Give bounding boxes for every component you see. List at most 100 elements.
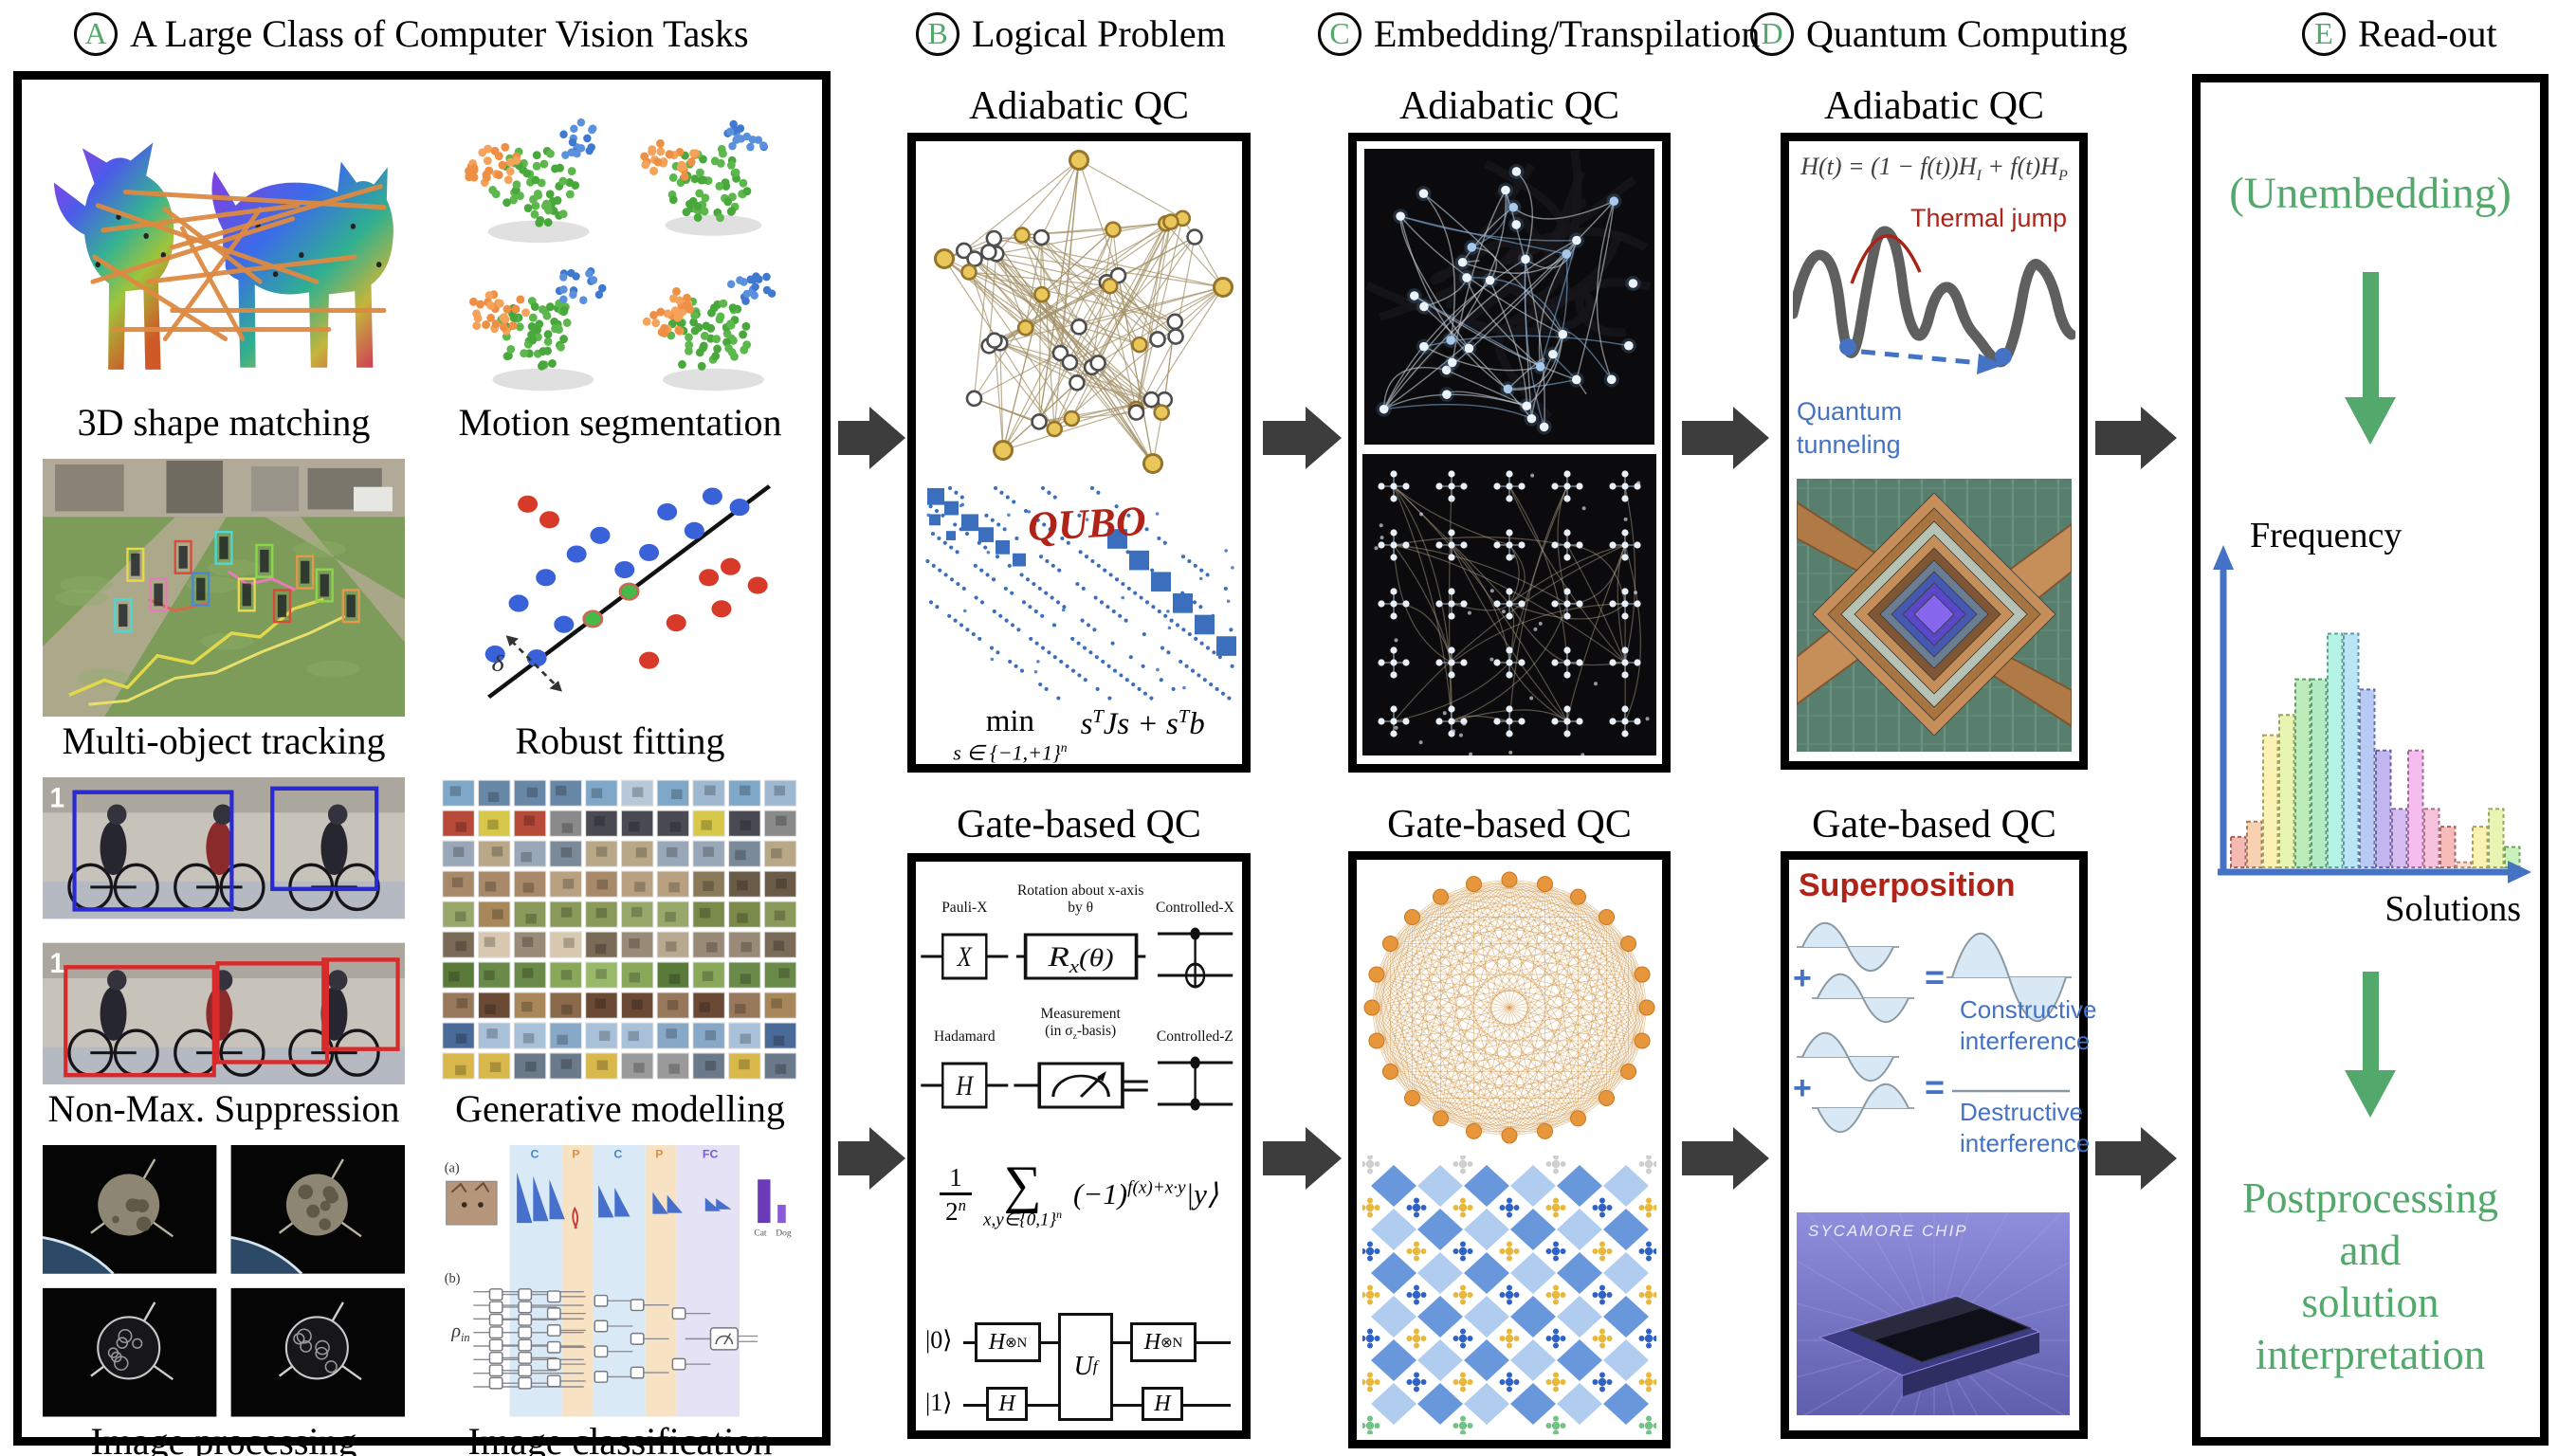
flow-arrow-b-c-bottom bbox=[1263, 1127, 1342, 1190]
panel-d-adiabatic-title: Adiabatic QC bbox=[1823, 84, 2045, 128]
flow-arrow-b-c-top bbox=[1263, 407, 1342, 469]
embedding-graph-2 bbox=[1362, 454, 1656, 755]
gate-controlled-z: Controlled-Z bbox=[1150, 1010, 1240, 1125]
svg-text:C: C bbox=[530, 1147, 539, 1160]
thermal-jump-label: Thermal jump bbox=[1910, 204, 2068, 232]
svg-text:(a): (a) bbox=[445, 1161, 460, 1176]
qubo-matrix-canvas bbox=[922, 484, 1236, 704]
svg-text:=: = bbox=[1925, 957, 1945, 996]
circuit-h-tensor-2: H⊗N bbox=[1130, 1322, 1197, 1362]
step-b-letter: B bbox=[927, 16, 948, 50]
svg-text:Rx(θ): Rx(θ) bbox=[1047, 941, 1113, 977]
svg-text:(b): (b) bbox=[445, 1271, 461, 1286]
task-motion-segmentation: Motion segmentation bbox=[422, 87, 818, 453]
panel-c-adiabatic-box bbox=[1348, 133, 1671, 773]
step-a-label: A Large Class of Computer Vision Tasks bbox=[130, 12, 749, 55]
step-b: B Logical Problem bbox=[916, 11, 1226, 56]
panel-d-gate-title: Gate-based QC bbox=[1812, 803, 2056, 846]
svg-text:ρin: ρin bbox=[450, 1320, 469, 1344]
flow-arrow-c-d-bottom bbox=[1682, 1127, 1769, 1190]
svg-text:P: P bbox=[572, 1147, 579, 1160]
frequency-axis-label: Frequency bbox=[2250, 516, 2403, 555]
caption-nms: Non-Max. Suppression bbox=[47, 1087, 400, 1130]
step-c: C Embedding/Transpilation bbox=[1318, 11, 1760, 56]
svg-text:Dog: Dog bbox=[776, 1228, 792, 1239]
svg-text:=: = bbox=[1925, 1067, 1945, 1106]
gate-pauli-x-label: Pauli-X bbox=[941, 900, 988, 916]
panel-b-adiabatic-title: Adiabatic QC bbox=[968, 84, 1190, 128]
annealing-hamiltonian: H(t) = (1 − f(t))HI + f(t)HP bbox=[1800, 153, 2068, 185]
qubo-label: QUBO bbox=[1026, 497, 1147, 551]
img-robust: δ bbox=[439, 459, 801, 717]
glyph-controlled-x bbox=[1150, 917, 1240, 996]
svg-text:P: P bbox=[655, 1147, 663, 1160]
step-d-badge: D bbox=[1750, 11, 1794, 56]
gate-controlled-x-label: Controlled-X bbox=[1156, 900, 1234, 916]
step-c-badge: C bbox=[1318, 11, 1361, 56]
gate-measurement-label2: (in σz-basis) bbox=[1045, 1022, 1117, 1042]
unembedding-label: (Unembedding) bbox=[2229, 169, 2512, 218]
step-a-badge: A bbox=[74, 11, 118, 56]
panel-b-gate-title: Gate-based QC bbox=[957, 803, 1201, 846]
solutions-axis-label: Solutions bbox=[2384, 889, 2521, 929]
gate-hadamard: Hadamard H bbox=[918, 1010, 1012, 1125]
sum-fraction: 1 2n bbox=[940, 1164, 973, 1226]
step-c-letter: C bbox=[1329, 16, 1350, 50]
caption-image-classification: Image classification bbox=[467, 1419, 773, 1456]
caption-shape-matching: 3D shape matching bbox=[77, 401, 371, 444]
caption-robust-fitting: Robust fitting bbox=[515, 719, 725, 762]
qubo-objective-formula: min s ∈ {−1,+1}n sTJs + sTb bbox=[916, 706, 1242, 763]
embedding-graph-1 bbox=[1364, 149, 1654, 445]
postprocessing-label: Postprocessing and solution interpretati… bbox=[2242, 1174, 2498, 1378]
panel-c-gate-box bbox=[1348, 851, 1671, 1448]
circuit-ket0: |0⟩ bbox=[925, 1326, 953, 1354]
objective-constraint: s ∈ {−1,+1} bbox=[953, 740, 1061, 765]
task-robust-fitting: δ Robust fitting bbox=[422, 453, 818, 772]
step-a: A A Large Class of Computer Vision Tasks bbox=[74, 11, 749, 56]
gate-controlled-x: Controlled-X bbox=[1150, 881, 1240, 996]
panel-d-adiabatic-box: H(t) = (1 − f(t))HI + f(t)HP Thermal jum… bbox=[1781, 133, 2088, 770]
sycamore-chip-label: SYCAMORE CHIP bbox=[1808, 1222, 1968, 1240]
svg-text:+: + bbox=[1793, 960, 1812, 996]
svg-text:FC: FC bbox=[703, 1147, 719, 1160]
dwave-chip-photo bbox=[1797, 479, 2072, 752]
gate-rotation-label2: by θ bbox=[1068, 900, 1094, 916]
objective-min: min bbox=[985, 704, 1035, 738]
circuit-ket1: |1⟩ bbox=[925, 1389, 953, 1416]
step-b-label: Logical Problem bbox=[972, 12, 1226, 55]
caption-image-processing: Image processing bbox=[90, 1419, 357, 1456]
task-image-processing: Image processing bbox=[26, 1139, 422, 1456]
img-genmod bbox=[439, 777, 801, 1084]
gate-pauli-x: Pauli-X X bbox=[918, 881, 1012, 996]
state-sum-formula: 1 2n ∑ x,y∈{0,1}n (−1)f(x)+x·y|y⟩ bbox=[916, 1158, 1242, 1229]
svg-text:H: H bbox=[955, 1070, 975, 1101]
img-shape-matching bbox=[43, 93, 405, 398]
panel-c-gate-title: Gate-based QC bbox=[1387, 803, 1632, 846]
panel-b-adiabatic-box: QUBO min s ∈ {−1,+1}n sTJs + sTb bbox=[907, 133, 1251, 773]
flow-arrow-d-e-bottom bbox=[2095, 1127, 2177, 1190]
flow-arrow-d-e-top bbox=[2095, 407, 2177, 469]
glyph-measurement bbox=[1012, 1046, 1150, 1125]
transpiled-circular-graph bbox=[1359, 864, 1660, 1150]
step-e-label: Read-out bbox=[2358, 12, 2497, 55]
glyph-controlled-z bbox=[1150, 1046, 1240, 1125]
panel-c-adiabatic-title: Adiabatic QC bbox=[1398, 84, 1620, 128]
img-improc bbox=[43, 1145, 405, 1417]
glyph-rotation-x: Rx(θ) bbox=[1012, 917, 1150, 996]
gate-controlled-z-label: Controlled-Z bbox=[1156, 1028, 1233, 1045]
caption-motion-segmentation: Motion segmentation bbox=[458, 401, 782, 444]
gate-rotation-label1: Rotation about x-axis bbox=[1016, 883, 1144, 899]
svg-text:Cat: Cat bbox=[754, 1228, 767, 1239]
svg-text:1: 1 bbox=[49, 783, 64, 814]
sycamore-lattice bbox=[1362, 1156, 1656, 1434]
flow-arrow-a-b-bottom bbox=[838, 1127, 905, 1190]
